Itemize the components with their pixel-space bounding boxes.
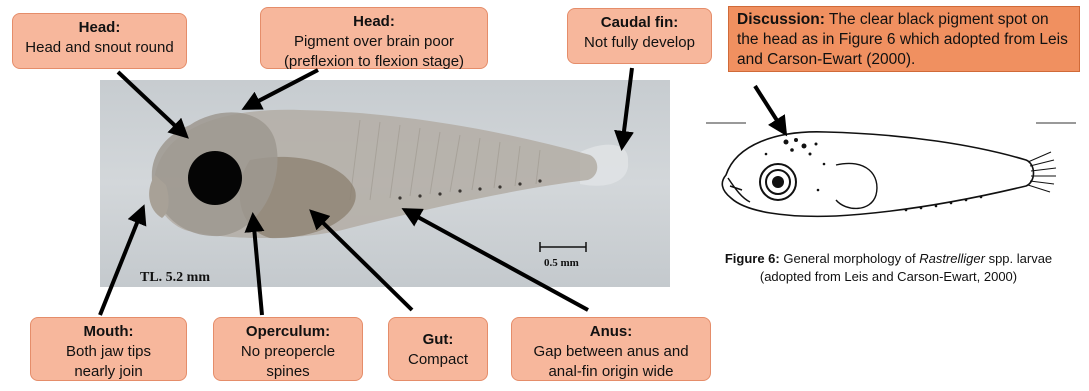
scale-bar	[538, 240, 590, 254]
discussion-label: Discussion:	[737, 11, 825, 28]
larva-photo-drawing	[100, 80, 670, 287]
caption-genus: Rastrelliger	[919, 251, 985, 266]
callout-title: Anus:	[520, 322, 702, 342]
callout-text-line1: Both jaw tips	[39, 342, 178, 362]
callout-anus: Anus: Gap between anus and anal-fin orig…	[511, 317, 711, 381]
larva-photo: TL. 5.2 mm 0.5 mm	[100, 80, 670, 287]
caption-line2: (adopted from Leis and Carson-Ewart, 200…	[688, 268, 1089, 286]
figure6-drawing	[706, 120, 1076, 230]
callout-operculum: Operculum: No preopercle spines	[213, 317, 363, 381]
callout-text-line2: nearly join	[39, 362, 178, 382]
callout-title: Caudal fin:	[576, 13, 703, 33]
callout-text: Compact	[408, 351, 468, 368]
callout-text-line2: (preflexion to flexion stage)	[269, 52, 479, 72]
caption-line1: Figure 6: General morphology of Rastrell…	[688, 250, 1089, 268]
figure-caption: Figure 6: General morphology of Rastrell…	[688, 250, 1089, 286]
callout-title: Gut:	[397, 330, 479, 350]
callout-head-pigment: Head: Pigment over brain poor (preflexio…	[260, 7, 488, 69]
callout-title: Mouth:	[39, 322, 178, 342]
callout-text-line1: No preopercle	[222, 342, 354, 362]
caption-text-before: General morphology of	[780, 251, 919, 266]
callout-gut: Gut: Compact	[388, 317, 488, 381]
caption-label: Figure 6:	[725, 251, 780, 266]
caption-text-after: spp. larvae	[985, 251, 1052, 266]
total-length-label: TL. 5.2 mm	[140, 270, 210, 286]
scale-bar-label: 0.5 mm	[544, 257, 579, 269]
discussion-box: Discussion: The clear black pigment spot…	[728, 6, 1080, 72]
callout-title: Head:	[269, 12, 479, 32]
callout-text: Head and snout round	[25, 39, 173, 56]
callout-text: Not fully develop	[584, 34, 695, 51]
callout-head-snout: Head: Head and snout round	[12, 13, 187, 69]
callout-text-line1: Pigment over brain poor	[269, 32, 479, 52]
callout-title: Operculum:	[222, 322, 354, 342]
callout-title: Head:	[21, 18, 178, 38]
callout-text-line1: Gap between anus and	[520, 342, 702, 362]
callout-caudal-fin: Caudal fin: Not fully develop	[567, 8, 712, 64]
callout-text-line2: spines	[222, 362, 354, 382]
callout-text-line2: anal-fin origin wide	[520, 362, 702, 382]
callout-mouth: Mouth: Both jaw tips nearly join	[30, 317, 187, 381]
